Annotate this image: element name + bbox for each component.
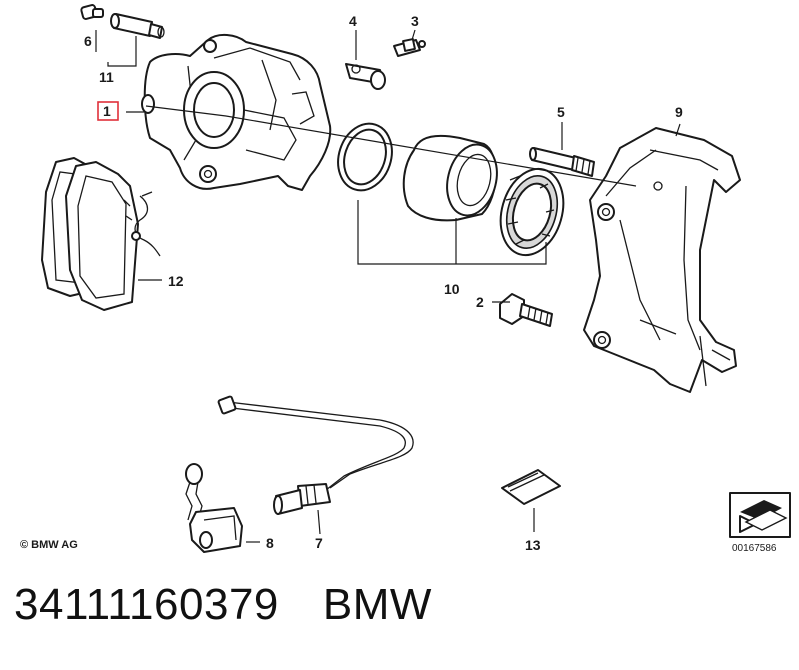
piston-part-10 — [402, 134, 498, 222]
label-part-12[interactable]: 12 — [168, 273, 184, 289]
label-part-3[interactable]: 3 — [411, 13, 419, 29]
wear-sensor-cable-part-7 — [217, 395, 414, 515]
diagram-id: 00167586 — [732, 543, 777, 554]
label-part-2[interactable]: 2 — [476, 294, 484, 310]
guide-bolt-part-6 — [80, 4, 104, 20]
part-number-caption: 34111160379 BMW — [14, 580, 432, 630]
label-part-4[interactable]: 4 — [349, 13, 357, 29]
brake-pads-part-12 — [41, 157, 139, 311]
label-part-8[interactable]: 8 — [266, 535, 274, 551]
alignment-lines — [145, 105, 637, 265]
bleeder-valve-part-3 — [393, 38, 426, 57]
part-labels: 1 2 3 4 5 6 7 8 9 10 11 12 13 — [84, 13, 683, 553]
guide-sleeve-part-11 — [110, 13, 165, 39]
label-part-7[interactable]: 7 — [315, 535, 323, 551]
part-number: 34111160379 — [14, 580, 279, 629]
label-part-1[interactable]: 1 — [103, 103, 111, 119]
direction-symbol-box — [729, 492, 791, 538]
carrier-bracket-part-9 — [583, 127, 741, 393]
caliper-housing-part-1 — [141, 34, 332, 191]
label-part-11[interactable]: 11 — [99, 69, 114, 85]
dust-boot-part-10 — [499, 167, 565, 257]
seal-ring-part-10 — [337, 122, 393, 192]
highlight-box-part-1 — [97, 101, 119, 121]
bracket-part-4 — [345, 63, 386, 90]
sensor-clip-part-8 — [185, 463, 243, 553]
label-part-10[interactable]: 10 — [444, 281, 460, 297]
guide-pin-part-5 — [529, 147, 595, 177]
copyright-notice: © BMW AG — [20, 539, 78, 551]
grease-sachet-part-13 — [501, 469, 561, 505]
label-part-5[interactable]: 5 — [557, 104, 565, 120]
label-part-6[interactable]: 6 — [84, 33, 92, 49]
brand-name: BMW — [322, 580, 432, 629]
spring-clip-part-12 — [131, 191, 161, 257]
bolt-part-2 — [499, 293, 553, 327]
label-part-9[interactable]: 9 — [675, 104, 683, 120]
leader-lines — [95, 29, 681, 543]
label-part-13[interactable]: 13 — [525, 537, 541, 553]
